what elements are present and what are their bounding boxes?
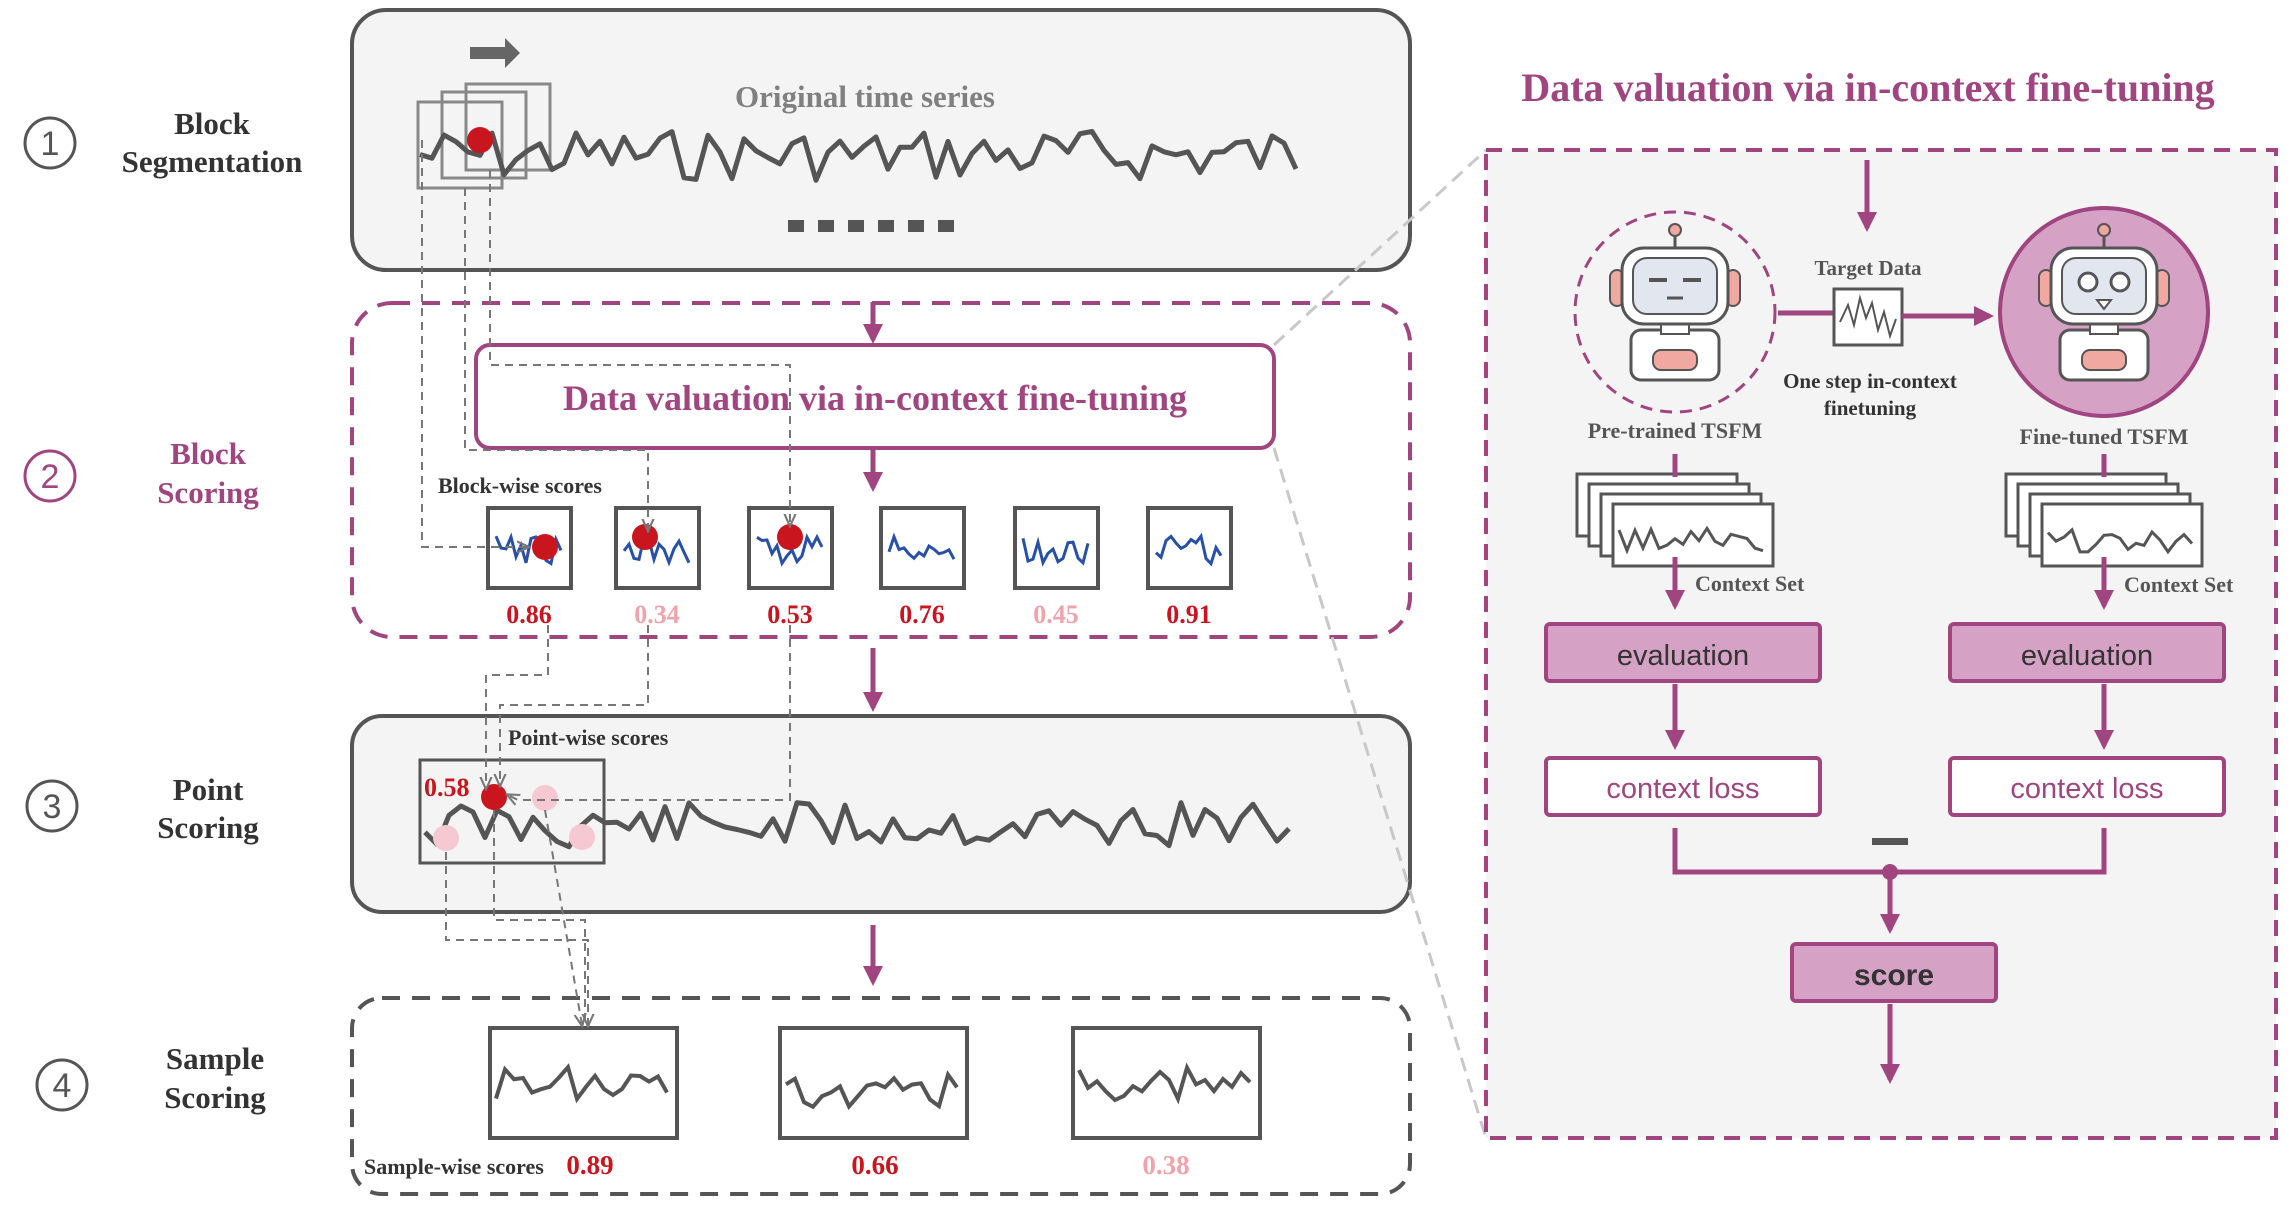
block-score: 0.76 [899,600,945,629]
right-panel-title: Data valuation via in-context fine-tunin… [1521,65,2214,110]
panel-block-scoring: Data valuation via in-context fine-tunin… [350,301,1412,639]
block-connectors [421,140,790,547]
evaluation-box-left [1544,622,1822,683]
block-series [887,532,956,561]
block-score: 0.53 [767,600,813,629]
sample-wise-scores-label: Sample-wise scores [364,1154,544,1179]
finetuned-robot-icon [2038,223,2170,382]
block-wise-scores-label: Block-wise scores [438,473,602,498]
context-loss-box-left [1544,756,1822,817]
context-set-label: Context Set [2124,572,2234,597]
svg-text:Sample: Sample [166,1041,264,1076]
sliding-window [416,100,504,190]
panel-sample-scoring: Sample-wise scores 0.89 0.66 0.38 [350,996,1412,1196]
sample-score: 0.38 [1142,1150,1189,1180]
block-point-marker [777,524,803,550]
scored-point-marker [481,784,507,810]
right-panel: Data valuation via in-context fine-tunin… [1484,65,2278,1140]
svg-text:1: 1 [41,125,60,163]
original-time-series-line [419,129,1299,183]
original-series-title: Original time series [735,79,995,114]
finetuned-model-label: Fine-tuned TSFM [2020,424,2189,449]
svg-text:Scoring: Scoring [157,810,259,845]
block-point-marker [632,524,658,550]
point-connectors [486,625,791,800]
block-series [756,533,824,567]
point-scoring-time-series-line [423,800,1291,850]
block-series [1154,532,1223,567]
stage-3-label: 3 Point Scoring [25,772,259,845]
context-loss-box-right [1948,756,2226,817]
pretrained-model-label: Pre-trained TSFM [1588,418,1763,443]
block-score: 0.34 [634,600,680,629]
sample-score: 0.66 [851,1150,898,1180]
light-point-marker [569,824,595,850]
block-thumbnail [879,506,966,590]
light-point-marker [532,785,558,811]
valuation-callout-box [474,343,1276,450]
slide-arrow-icon [470,38,520,68]
pretrained-robot-icon [1609,223,1741,382]
context-loss-label: context loss [2010,773,2163,805]
panel-point-scoring: Point-wise scores 0.58 [350,714,1412,914]
sample-thumbnail [488,1026,679,1140]
minus-sign [1872,838,1908,845]
sample-series [1077,1062,1252,1105]
block-series [622,534,691,567]
target-data-series [1839,294,1897,340]
point-wise-scores-label: Point-wise scores [508,725,669,750]
svg-text:Segmentation: Segmentation [122,144,303,179]
score-box [1790,942,1998,1003]
target-data-label: Target Data [1814,256,1922,280]
svg-text:Scoring: Scoring [157,475,259,510]
stage-2-label: 2 Block Scoring [23,436,259,510]
svg-text:Scoring: Scoring [164,1080,266,1115]
panel-block-segmentation: Original time series [350,8,1412,272]
light-point-marker [433,825,459,851]
point-score: 0.58 [424,773,470,802]
block-thumbnail [1146,506,1233,590]
block-score: 0.91 [1166,600,1212,629]
stage-1-label: 1 Block Segmentation [23,106,303,179]
finetune-step-label: One step in-context [1783,369,1957,393]
block-thumbnail [1013,506,1100,590]
point-window [418,758,606,865]
zoom-guides [1272,148,1488,1139]
context-set-label: Context Set [1695,571,1805,596]
svg-text:4: 4 [53,1067,72,1105]
context-set-stack-left [1575,472,1775,568]
ellipsis-dots [788,220,954,232]
block-score: 0.86 [506,600,552,629]
sample-connectors [445,809,588,1025]
evaluation-box-right [1948,622,2226,683]
svg-text:Block: Block [174,106,251,141]
svg-text:Block: Block [170,436,247,471]
block-score: 0.45 [1033,600,1079,629]
svg-text:2: 2 [41,458,60,496]
target-data-box [1832,287,1904,347]
stage-4-label: 4 Sample Scoring [35,1041,266,1115]
context-set-stack-right [2004,472,2204,568]
score-label: score [1854,959,1934,992]
sample-series [784,1070,959,1111]
sample-series [494,1063,669,1104]
block-point-marker [532,534,558,560]
sample-score: 0.89 [566,1150,613,1180]
block-series [1021,536,1090,567]
finetune-step-label: finetuning [1824,396,1917,420]
context-loss-label: context loss [1606,773,1759,805]
evaluation-label: evaluation [2021,640,2153,672]
valuation-callout-title: Data valuation via in-context fine-tunin… [563,378,1187,418]
svg-text:3: 3 [43,788,62,826]
evaluation-label: evaluation [1617,640,1749,672]
svg-text:Point: Point [173,772,244,807]
selected-point-marker [467,127,493,153]
